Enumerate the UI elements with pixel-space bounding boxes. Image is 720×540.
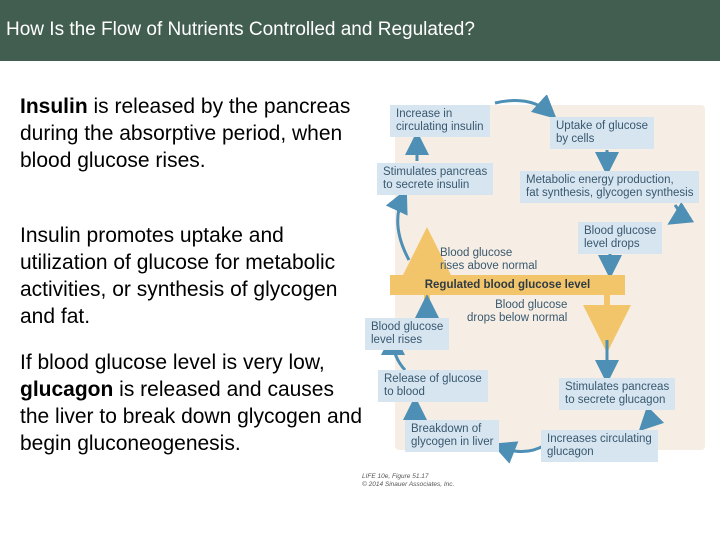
paragraph-insulin-release: Insulin is released by the pancreas duri…	[20, 93, 365, 174]
box-metabolic: Metabolic energy production, fat synthes…	[520, 171, 700, 203]
credit-line: © 2014 Sinauer Associates, Inc.	[362, 481, 455, 488]
box-level-rises: Blood glucose level rises	[365, 318, 450, 350]
box-line: to secrete glucagon	[565, 394, 666, 406]
box-line: to secrete insulin	[383, 179, 470, 191]
figure-credit: LIFE 10e, Figure 51.17 © 2014 Sinauer As…	[362, 473, 454, 489]
box-line: fat synthesis, glycogen synthesis	[526, 187, 694, 199]
box-increase-glucagon: Increases circulating glucagon	[541, 430, 658, 462]
label-line: rises above normal	[440, 260, 538, 272]
arrow-insulin-to-uptake	[494, 95, 557, 120]
box-line: Uptake of glucose	[556, 120, 649, 132]
label-line: drops below normal	[467, 312, 568, 324]
box-level-drops: Blood glucose level drops	[578, 222, 663, 254]
paragraph-lead: If blood glucose level is very low,	[20, 351, 325, 374]
box-line: Increases circulating	[547, 433, 652, 445]
box-line: Stimulates pancreas	[383, 166, 488, 178]
title-bar: How Is the Flow of Nutrients Controlled …	[0, 0, 720, 61]
box-line: level drops	[584, 238, 640, 250]
paragraph-glucagon: If blood glucose level is very low, gluc…	[20, 349, 365, 457]
arrow-glucagon-to-breakdown	[491, 441, 546, 464]
diagram-arrows	[381, 95, 695, 464]
box-line: Breakdown of	[411, 423, 482, 435]
arrow-above-normal-to-stimulates	[385, 188, 411, 261]
label-line: Blood glucose	[495, 299, 568, 311]
box-line: level rises	[371, 334, 423, 346]
box-line: glucagon	[547, 446, 594, 458]
paragraph-text: is released by the pancreas during the a…	[20, 95, 351, 172]
regulated-glucose-bar: Regulated blood glucose level	[390, 275, 625, 295]
glucose-regulation-diagram: Increase in circulating insulin Uptake o…	[345, 95, 720, 495]
credit-line: LIFE 10e, Figure 51.17	[362, 473, 429, 480]
paragraph-insulin-function: Insulin promotes uptake and utilization …	[20, 222, 365, 330]
arrow-stimulates-to-increase	[393, 133, 415, 161]
box-stimulates-insulin: Stimulates pancreas to secrete insulin	[377, 163, 494, 195]
term-insulin: Insulin	[20, 95, 88, 118]
box-line: glycogen in liver	[411, 436, 494, 448]
term-glucagon: glucagon	[20, 378, 114, 401]
box-increase-insulin: Increase in circulating insulin	[390, 105, 490, 137]
slide-title: How Is the Flow of Nutrients Controlled …	[6, 19, 475, 40]
box-release-glucose: Release of glucose to blood	[378, 370, 488, 402]
paragraph-text: Insulin promotes uptake and utilization …	[20, 224, 338, 328]
box-line: by cells	[556, 133, 595, 145]
box-line: Metabolic energy production,	[526, 174, 674, 186]
paragraph-text: is released and causes the liver to brea…	[20, 378, 363, 455]
box-line: Blood glucose	[584, 225, 657, 237]
label-drops-below-normal: Blood glucose drops below normal	[467, 299, 567, 325]
box-stimulates-glucagon: Stimulates pancreas to secrete glucagon	[559, 378, 676, 410]
box-line: to blood	[384, 386, 425, 398]
box-uptake: Uptake of glucose by cells	[550, 117, 655, 149]
box-line: Stimulates pancreas	[565, 381, 670, 393]
box-line: Increase in	[396, 108, 453, 120]
label-line: Blood glucose	[440, 247, 513, 259]
arrow-metabolic-to-drops	[667, 201, 695, 225]
box-line: Release of glucose	[384, 373, 482, 385]
label-rises-above-normal: Blood glucose rises above normal	[440, 247, 537, 273]
box-line: circulating insulin	[396, 121, 484, 133]
box-breakdown-glycogen: Breakdown of glycogen in liver	[405, 420, 500, 452]
box-line: Blood glucose	[371, 321, 444, 333]
